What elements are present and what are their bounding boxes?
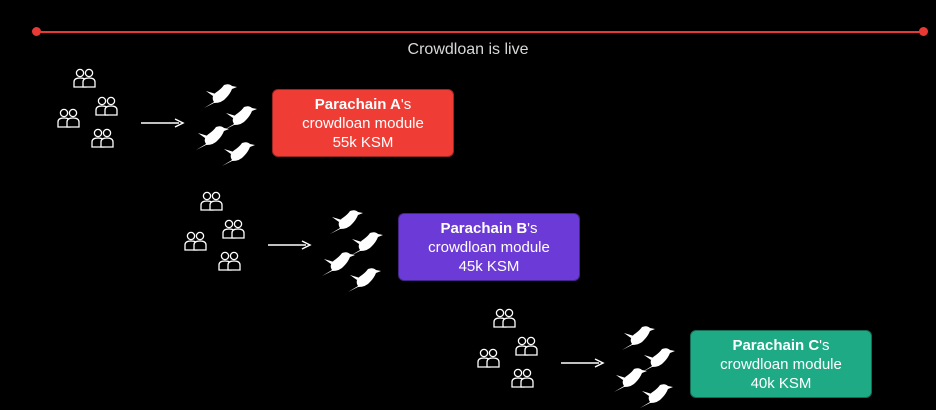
right-arrow-icon	[561, 358, 605, 368]
module-amount: 55k KSM	[332, 134, 394, 151]
module-name: Parachain A	[314, 96, 401, 113]
module-amount: 45k KSM	[458, 258, 520, 275]
people-group-icon	[218, 251, 241, 271]
bird-icon	[224, 106, 257, 130]
bird-icon	[196, 126, 229, 150]
people-group-icon	[95, 96, 118, 116]
people-group-icon	[91, 128, 114, 148]
people-group-icon	[477, 348, 500, 368]
bird-icon	[348, 268, 381, 292]
bird-flock-b	[320, 206, 390, 292]
bird-icon	[204, 84, 237, 108]
timeline-start-dot	[32, 27, 41, 36]
module-label: crowdloan module	[428, 239, 550, 256]
module-amount: 40k KSM	[750, 375, 812, 392]
module-card-b: Parachain B's crowdloan module 45k KSM	[398, 213, 580, 281]
contributors-group-b	[181, 187, 253, 277]
bird-icon	[222, 142, 255, 166]
people-group-icon	[73, 68, 96, 88]
people-group-icon	[57, 108, 80, 128]
crowdloan-live-label: Crowdloan is live	[407, 41, 529, 58]
people-group-icon	[222, 219, 245, 239]
timeline-end-dot	[919, 27, 928, 36]
bird-icon	[642, 348, 675, 372]
module-card-a: Parachain A's crowdloan module 55k KSM	[272, 89, 454, 157]
module-card-c: Parachain C's crowdloan module 40k KSM	[690, 330, 872, 398]
bird-icon	[322, 252, 355, 276]
bird-flock-a	[194, 80, 264, 166]
module-name: Parachain C	[732, 337, 820, 354]
module-name-suffix: 's	[400, 96, 412, 113]
crowdloan-timeline	[36, 31, 924, 33]
bird-icon	[640, 384, 673, 408]
right-arrow-icon	[268, 240, 312, 250]
bird-icon	[330, 210, 363, 234]
people-group-icon	[493, 308, 516, 328]
contributors-group-a	[54, 64, 126, 154]
right-arrow-icon	[141, 118, 185, 128]
module-name: Parachain B	[440, 220, 528, 237]
bird-icon	[622, 326, 655, 350]
bird-icon	[350, 232, 383, 256]
module-label: crowdloan module	[302, 115, 424, 132]
bird-icon	[614, 368, 647, 392]
module-name-suffix: 's	[819, 337, 830, 354]
people-group-icon	[200, 191, 223, 211]
module-name-suffix: 's	[527, 220, 538, 237]
people-group-icon	[184, 231, 207, 251]
people-group-icon	[515, 336, 538, 356]
bird-flock-c	[612, 322, 682, 408]
module-label: crowdloan module	[720, 356, 842, 373]
contributors-group-c	[474, 304, 546, 394]
people-group-icon	[511, 368, 534, 388]
